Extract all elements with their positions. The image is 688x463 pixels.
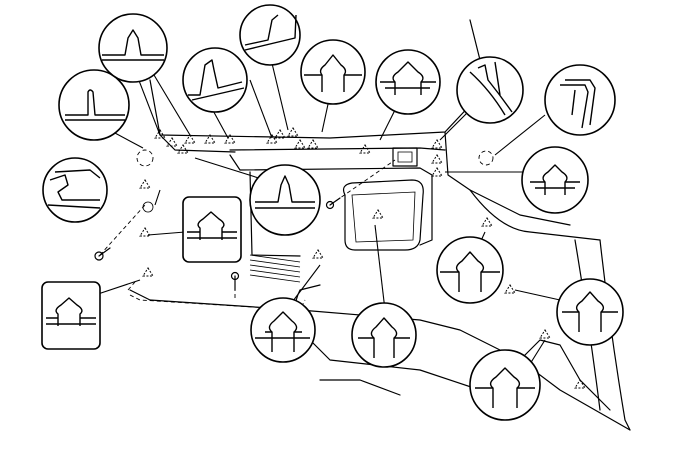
callout-pin-clip-10: [249, 164, 321, 236]
dashed-triangle-clip-marker-icon: [312, 249, 324, 259]
dashed-triangle-clip-marker-icon: [294, 139, 306, 149]
dashed-triangle-clip-marker-icon: [287, 127, 299, 137]
speaker-grille: [249, 254, 301, 283]
callout-corner-clip-4: [239, 4, 301, 66]
dashed-triangle-clip-marker-icon: [142, 267, 154, 277]
callout-box-clip-2: [41, 281, 101, 350]
dashed-triangle-clip-marker-icon: [154, 129, 166, 139]
callout-push-clip-16: [250, 297, 316, 363]
dashed-triangle-clip-marker-icon: [574, 379, 586, 389]
callout-angled-clip-3: [182, 47, 248, 113]
dashed-triangle-clip-marker-icon: [359, 144, 371, 154]
callout-push-clip-12: [436, 236, 504, 304]
dashed-triangle-clip-marker-icon: [166, 137, 178, 147]
callout-pillar-edge-7: [456, 56, 524, 124]
dashed-triangle-clip-marker-icon: [204, 134, 216, 144]
screw-icon: [325, 197, 341, 210]
dashed-triangle-clip-marker-icon: [431, 139, 443, 149]
dashed-triangle-clip-marker-icon: [431, 154, 443, 164]
callout-push-clip-13: [556, 278, 624, 346]
dashed-triangle-clip-marker-icon: [224, 134, 236, 144]
dashed-circle-marker: [478, 150, 494, 166]
dashed-triangle-clip-marker-icon: [431, 167, 443, 177]
latch-box: [392, 147, 418, 167]
dashed-circle-marker: [136, 149, 154, 167]
dashed-triangle-clip-marker-icon: [504, 284, 516, 294]
screw-icon: [230, 271, 240, 291]
dashed-triangle-clip-marker-icon: [184, 134, 196, 144]
dashed-triangle-clip-marker-icon: [372, 209, 384, 219]
callout-edge-clip-1: [58, 69, 130, 141]
dashed-triangle-clip-marker-icon: [177, 144, 189, 154]
callout-box-clip-1: [182, 196, 242, 263]
callout-push-clip-14: [469, 349, 541, 421]
screw-icon: [94, 247, 111, 261]
screw-leaders: [99, 159, 396, 300]
dashed-triangle-clip-marker-icon: [266, 134, 278, 144]
dashed-triangle-clip-marker-icon: [481, 217, 493, 227]
dashed-triangle-clip-marker-icon: [139, 227, 151, 237]
callout-corner-clip-9: [42, 157, 108, 223]
clip-marker-group: [139, 127, 586, 389]
screw-hole: [142, 201, 154, 213]
callout-push-clip-5: [300, 39, 366, 105]
callout-push-clip-6: [375, 49, 441, 115]
dashed-triangle-clip-marker-icon: [539, 329, 551, 339]
callout-push-clip-11: [521, 146, 589, 214]
dashed-triangle-clip-marker-icon: [139, 179, 151, 189]
callout-bracket-8: [544, 64, 616, 136]
callout-pin-clip-2: [98, 13, 168, 83]
dashed-triangle-clip-marker-icon: [307, 139, 319, 149]
dashed-triangle-clip-marker-icon: [274, 129, 286, 139]
callout-push-clip-15: [351, 302, 417, 368]
